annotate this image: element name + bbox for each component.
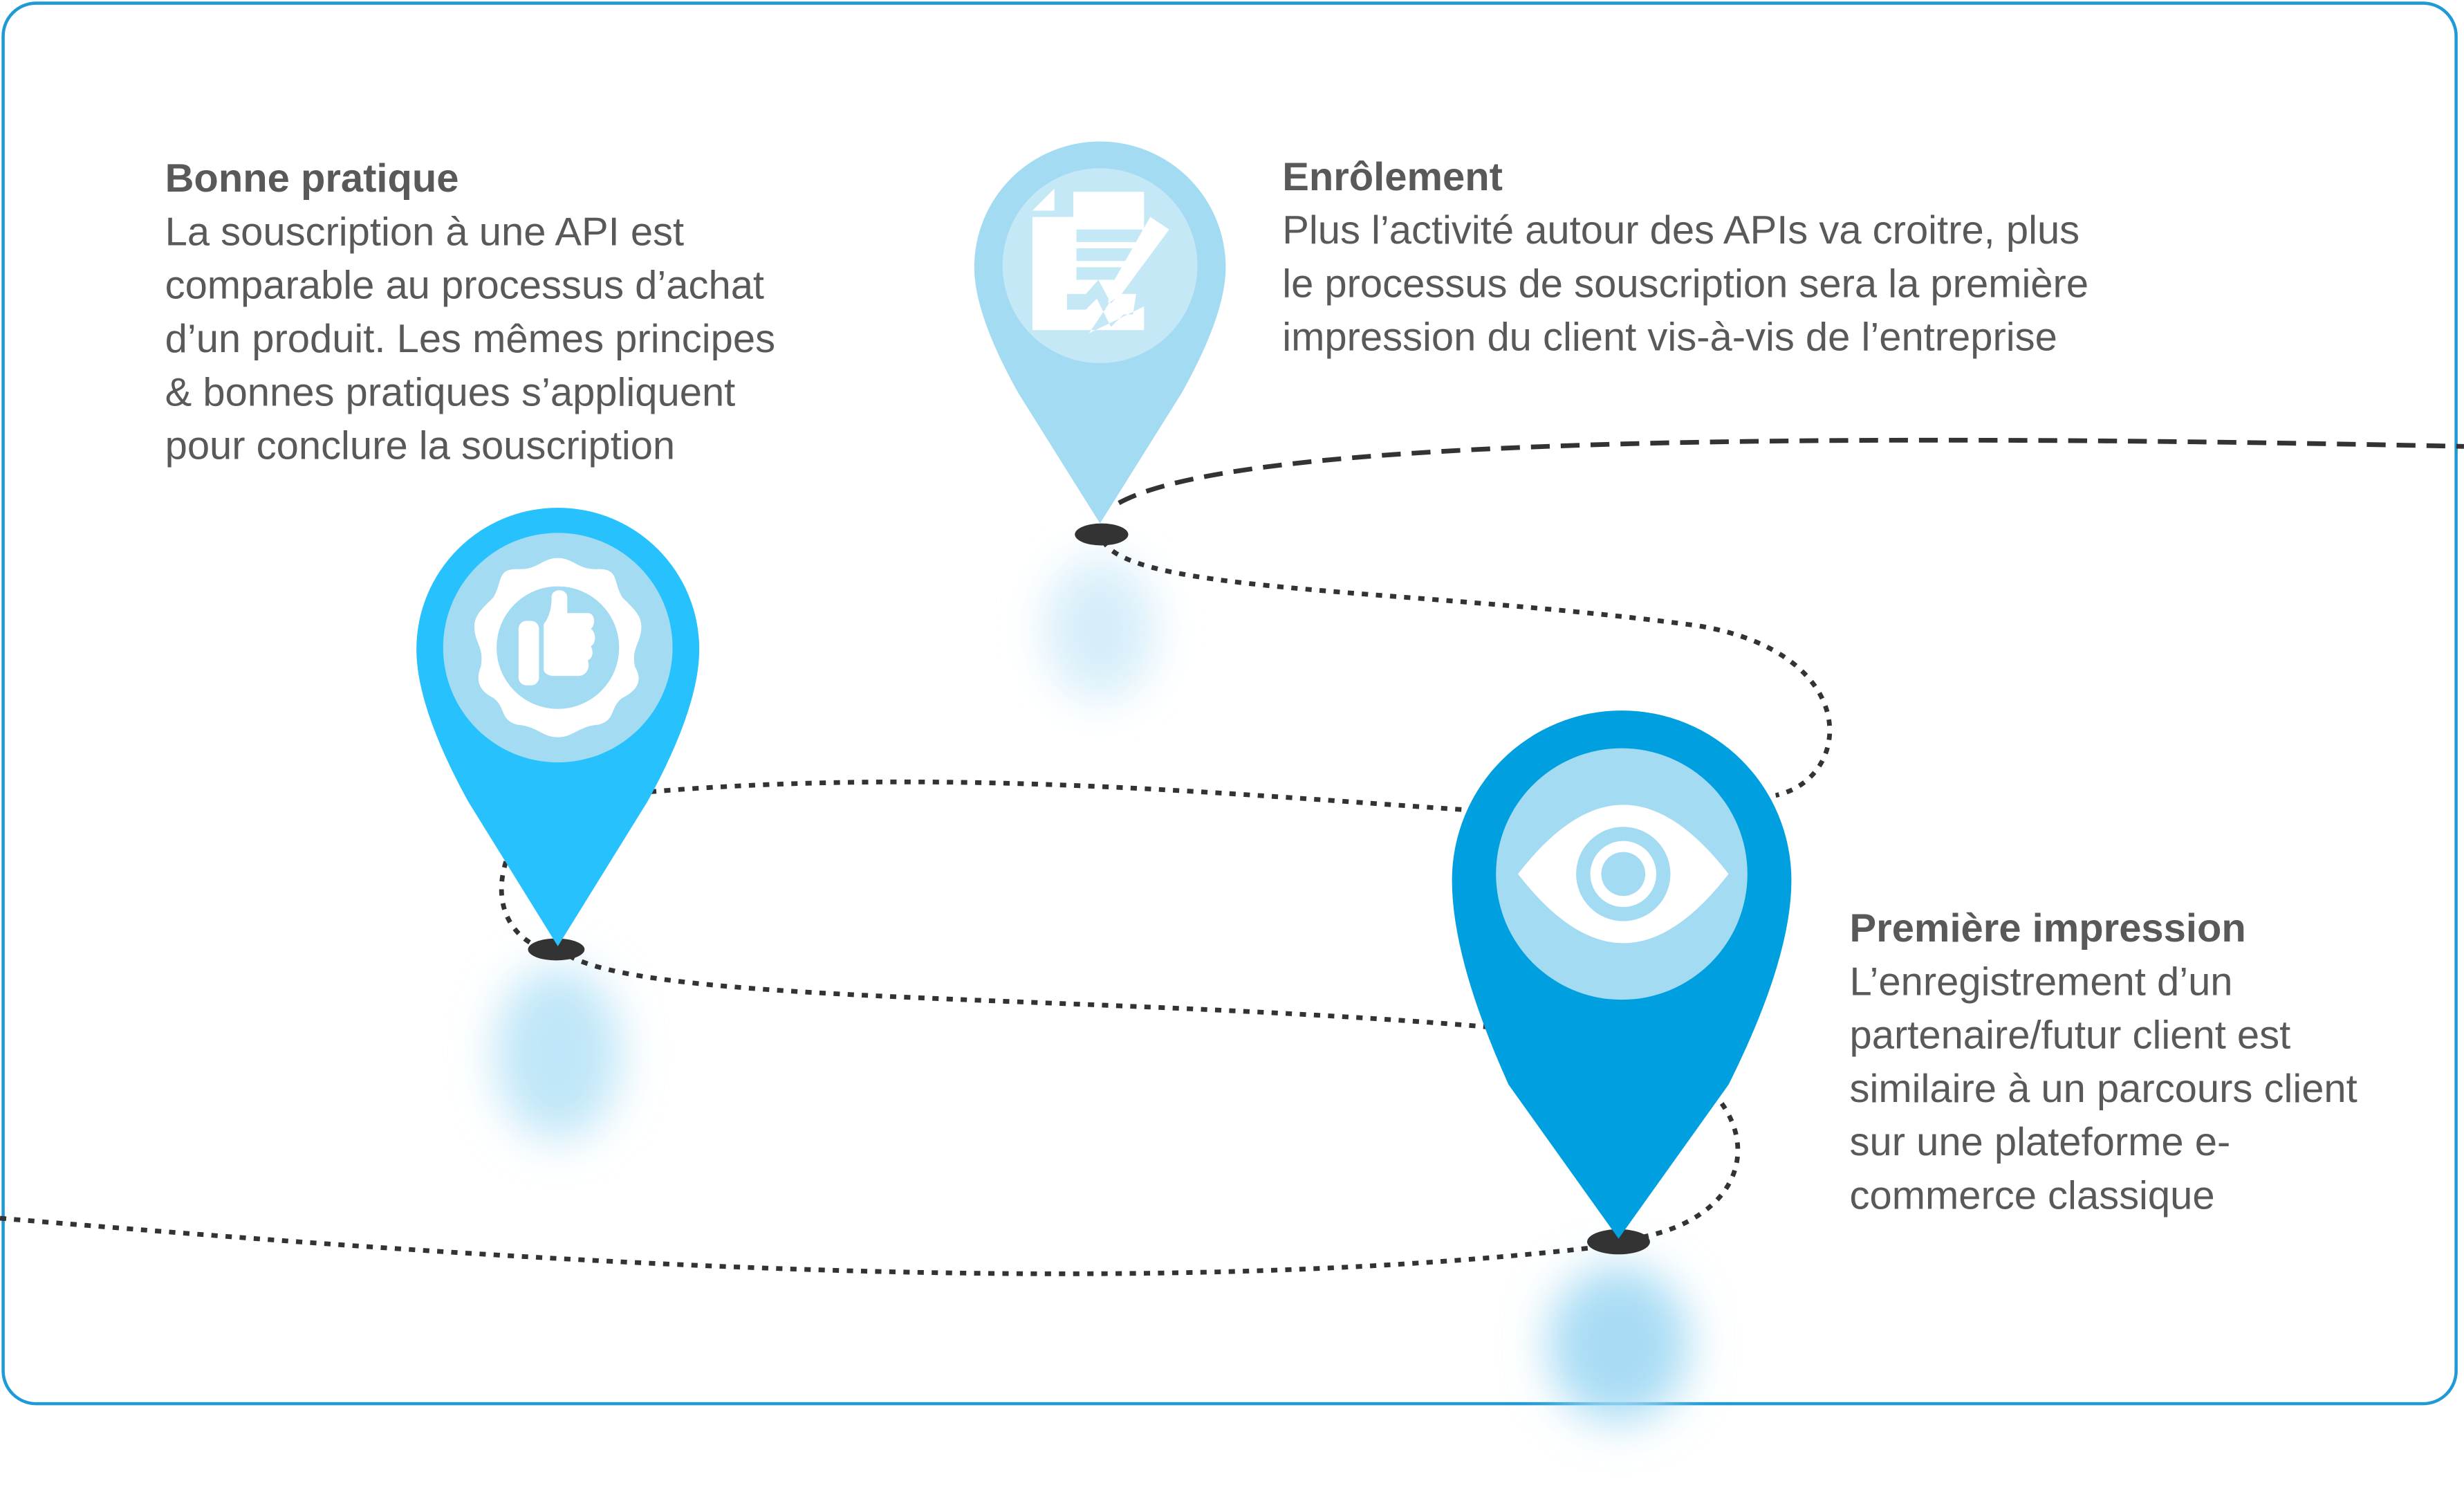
- section-text-line: L’enregistrement d’un: [1849, 960, 2233, 1004]
- dotted-path-segment: [567, 953, 1501, 1031]
- section-text-line: comparable au processus d’achat: [165, 264, 765, 309]
- diagram-frame: [1, 1, 2458, 1406]
- pin-enrolement: [974, 141, 1226, 524]
- eye-icon: [1518, 805, 1729, 944]
- section-text-line: pour conclure la souscription: [165, 424, 676, 469]
- dashed-path-segment: [1118, 437, 2464, 506]
- pin-base: [1075, 523, 1129, 546]
- section-text-line: Plus l’activité autour des APIs va croit…: [1282, 209, 2080, 253]
- section-text-line: le processus de souscription sera la pre…: [1282, 262, 2089, 307]
- section-title: Première impression: [1849, 907, 2246, 951]
- pin-base: [1587, 1229, 1650, 1255]
- section-text-line: La souscription à une API est: [165, 210, 685, 255]
- section-premiere-impression: Première impression L’enregistrement d’u…: [1849, 902, 2357, 1223]
- section-title: Bonne pratique: [165, 157, 459, 201]
- section-title: Enrôlement: [1282, 155, 1503, 200]
- section-text-line: impression du client vis-à-vis de l’entr…: [1282, 315, 2057, 360]
- section-text-line: & bonnes pratiques s’appliquent: [165, 371, 736, 415]
- section-text-line: commerce classique: [1849, 1174, 2215, 1219]
- pin-glow: [494, 966, 621, 1140]
- thumbs-up-badge-icon: [474, 558, 642, 737]
- section-text-line: sur une plateforme e-: [1849, 1121, 2231, 1165]
- pin-premiere-impression: [1452, 710, 1792, 1239]
- section-text-line: partenaire/futur client est: [1849, 1013, 2291, 1058]
- pin-bonne-pratique: [416, 507, 700, 946]
- dotted-path-segment: [1101, 539, 1833, 798]
- pin-base: [528, 938, 585, 961]
- section-enrolement: Enrôlement Plus l’activité autour des AP…: [1282, 151, 2088, 365]
- dotted-path-segment: [644, 779, 1462, 812]
- section-bonne-pratique: Bonne pratique La souscription à une API…: [165, 152, 776, 473]
- section-text-line: similaire à un parcours client: [1849, 1067, 2358, 1112]
- dotted-path-segment: [0, 1215, 1604, 1276]
- section-text-line: d’un produit. Les mêmes principes: [165, 318, 776, 362]
- pin-glow: [1548, 1265, 1689, 1423]
- pin-glow: [1045, 558, 1156, 700]
